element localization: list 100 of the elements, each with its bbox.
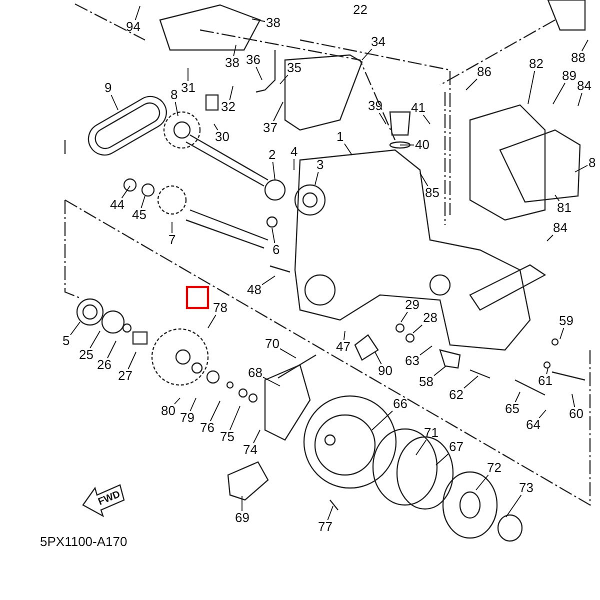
leader-line <box>374 352 382 364</box>
callout-number: 81 <box>557 201 572 215</box>
leader-line <box>174 102 178 116</box>
leader-line <box>208 314 216 328</box>
callout-number: 5 <box>62 334 70 348</box>
callout-number: 40 <box>415 138 430 152</box>
callout-number: 71 <box>424 426 438 440</box>
callout-number: 84 <box>553 221 568 235</box>
leader-line <box>272 228 276 244</box>
part-code: 5PX1100-A170 <box>40 534 128 549</box>
leader-line <box>134 6 140 20</box>
leader-line <box>214 124 218 130</box>
callout-number: 26 <box>97 358 112 372</box>
callout-number: 4 <box>290 145 298 159</box>
callout-number: 44 <box>110 198 124 212</box>
callout-number: 9 <box>104 81 112 95</box>
callout-number: 38 <box>266 16 280 30</box>
callout-number: 30 <box>215 130 230 144</box>
callout-number: 76 <box>200 421 214 435</box>
callout-number: 67 <box>449 440 464 454</box>
callout-number: 35 <box>287 61 302 75</box>
leader-line <box>436 454 449 466</box>
leader-line <box>466 78 478 90</box>
callout-number: 2 <box>268 148 276 162</box>
leader-line <box>464 376 478 389</box>
leader-line <box>422 114 430 124</box>
leader-line <box>107 340 116 358</box>
callout-number: 8 <box>588 156 596 170</box>
leader-line <box>121 186 130 198</box>
callout-number: 22 <box>353 2 368 17</box>
leader-line <box>190 398 196 412</box>
leader-line <box>372 410 393 430</box>
callout-number: 63 <box>405 354 420 368</box>
callout-number: 61 <box>538 374 552 388</box>
leader-line <box>528 70 536 104</box>
leader-line <box>70 322 80 336</box>
callout-number: 37 <box>263 121 278 135</box>
leader-line <box>506 494 522 518</box>
callout-number: 82 <box>529 57 544 71</box>
callout-number: 32 <box>221 100 236 114</box>
callout-number: 86 <box>477 65 492 79</box>
leader-line <box>538 410 546 418</box>
callout-number: 27 <box>118 369 132 383</box>
leader-line <box>560 328 564 340</box>
callout-number: 70 <box>265 337 280 351</box>
callout-number: 72 <box>487 461 502 475</box>
callout-number: 85 <box>425 186 440 200</box>
leader-line <box>140 196 146 208</box>
leader-line <box>273 102 284 122</box>
callout-number: 28 <box>423 311 438 325</box>
leader-line <box>252 18 266 22</box>
callout-number: 80 <box>161 404 176 418</box>
leader-line <box>420 172 428 186</box>
leader-line <box>554 194 560 202</box>
callout-number: 69 <box>235 511 250 525</box>
callout-number: 60 <box>569 407 584 421</box>
leader-line <box>272 162 276 180</box>
leader-line <box>578 92 582 106</box>
callout-number: 6 <box>272 243 280 257</box>
callout-number: 45 <box>132 208 146 222</box>
leader-line <box>546 234 554 242</box>
callout-number: 62 <box>449 388 464 402</box>
leader-line <box>412 324 423 334</box>
leader-line <box>581 40 588 52</box>
leader-line <box>128 352 136 370</box>
callout-number: 7 <box>168 233 176 247</box>
callout-number: 59 <box>559 314 574 328</box>
callout-number: 65 <box>505 402 520 416</box>
callout-number: 36 <box>246 53 260 67</box>
leader-line <box>90 330 100 348</box>
leader-line <box>476 474 489 490</box>
leader-line <box>229 406 240 430</box>
leader-line <box>280 348 296 358</box>
callout-number: 66 <box>393 397 408 411</box>
leader-line <box>344 143 352 156</box>
leader-line <box>174 398 180 404</box>
leader-line <box>416 440 427 456</box>
leader-line <box>262 376 280 386</box>
callout-number: 48 <box>247 283 262 297</box>
leader-line <box>574 164 588 172</box>
leader-line <box>514 392 520 402</box>
leader-line <box>327 506 334 520</box>
callout-number: 74 <box>243 443 258 457</box>
leader-line <box>400 144 414 146</box>
callout-number: 31 <box>181 81 196 95</box>
leader-line <box>280 74 288 84</box>
callout-number: 79 <box>180 411 194 425</box>
leader-line <box>256 66 262 80</box>
callout-number: 94 <box>126 20 140 34</box>
leader-line <box>233 44 236 56</box>
callout-number: 41 <box>411 101 426 115</box>
callout-number: 58 <box>419 375 434 389</box>
leader-line <box>253 430 260 444</box>
callout-number: 38 <box>225 56 240 70</box>
leader-line <box>362 48 372 60</box>
direction-label: FWD <box>96 489 122 508</box>
callout-number: 1 <box>336 130 344 144</box>
callout-number: 75 <box>220 430 234 444</box>
callout-number: 78 <box>213 301 228 315</box>
callout-number: 84 <box>577 79 592 93</box>
